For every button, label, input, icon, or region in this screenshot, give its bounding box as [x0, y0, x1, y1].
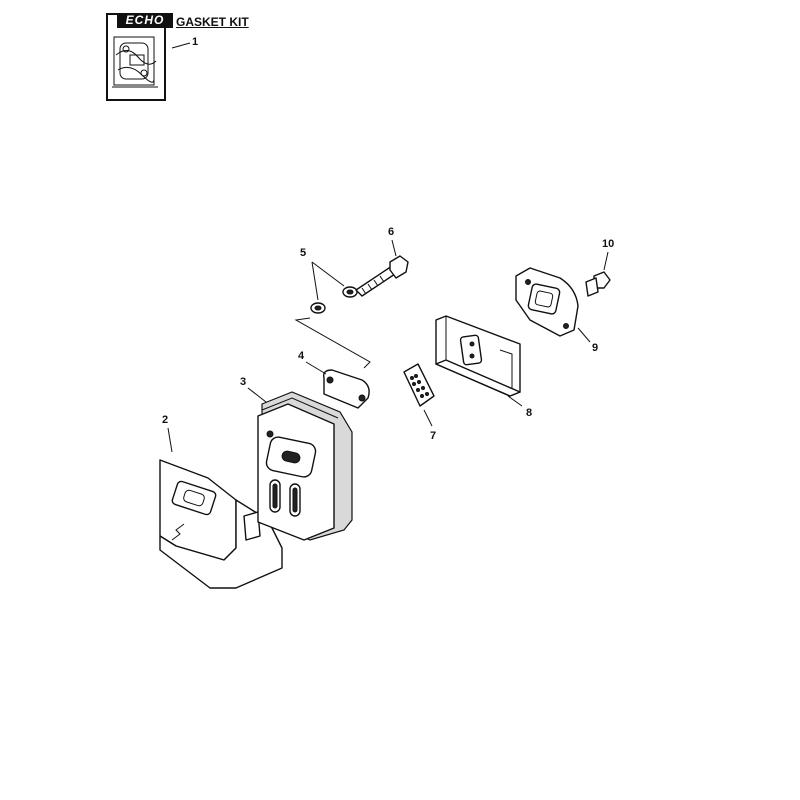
- gasket-kit-illustration: [112, 36, 158, 88]
- callout-5[interactable]: 5: [300, 247, 307, 259]
- callout-6[interactable]: 6: [388, 226, 395, 238]
- echo-logo: ECHO: [117, 13, 173, 28]
- callout-3[interactable]: 3: [240, 376, 247, 388]
- callout-2[interactable]: 2: [162, 414, 169, 426]
- callout-1[interactable]: 1: [192, 36, 199, 48]
- part-4-plate[interactable]: [322, 369, 370, 409]
- callout-10[interactable]: 10: [602, 238, 615, 250]
- part-8-cover[interactable]: [435, 315, 521, 397]
- part-2-heat-shield[interactable]: [159, 459, 283, 589]
- callout-8[interactable]: 8: [526, 407, 533, 419]
- part-7-screen[interactable]: [403, 363, 435, 407]
- gasket-kit-title: GASKET KIT: [176, 15, 249, 29]
- part-10-screw[interactable]: [585, 271, 611, 297]
- part-6-bolt[interactable]: [355, 255, 409, 297]
- part-3-muffler[interactable]: [257, 391, 353, 541]
- callout-4[interactable]: 4: [298, 350, 305, 362]
- part-5-washers[interactable]: [310, 286, 358, 314]
- callout-9[interactable]: 9: [592, 342, 599, 354]
- part-9-gasket[interactable]: [515, 267, 579, 337]
- callout-7[interactable]: 7: [430, 430, 437, 442]
